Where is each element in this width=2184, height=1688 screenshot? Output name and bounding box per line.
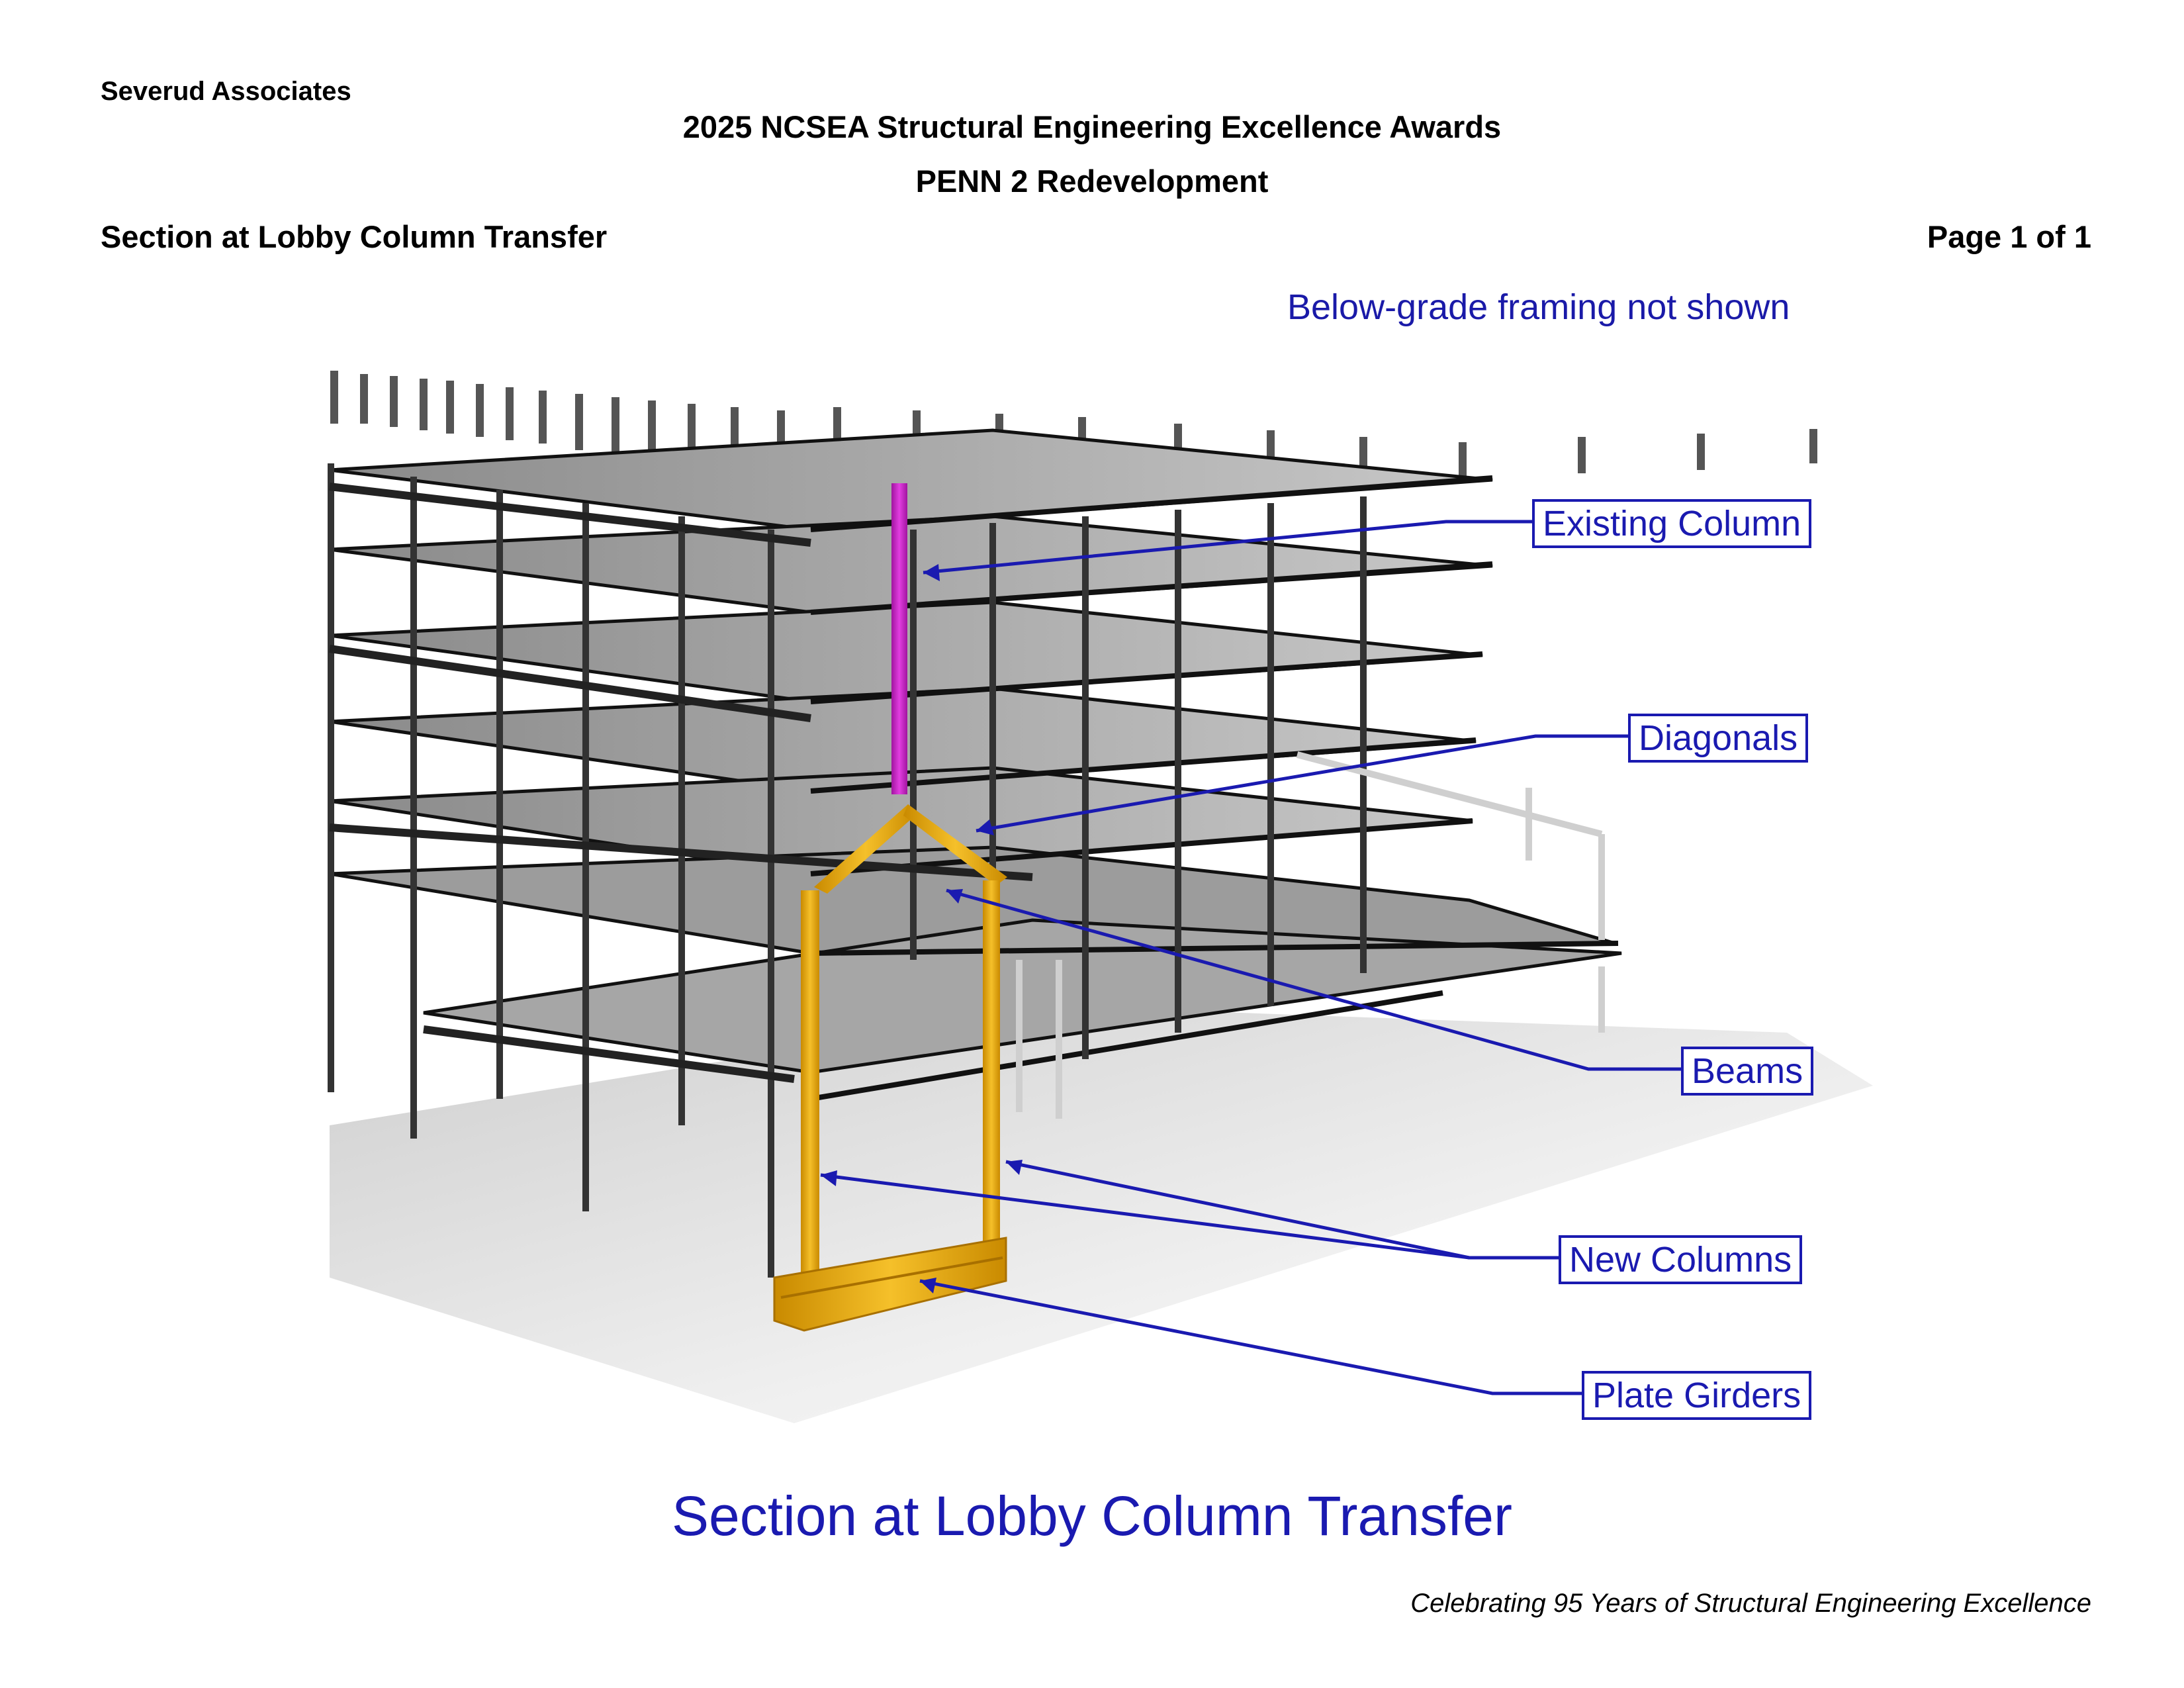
callout-diagonals: Diagonals (1628, 714, 1809, 763)
floor-slabs (329, 428, 1622, 1074)
ground-plane (330, 1006, 1873, 1423)
company-name: Severud Associates (101, 77, 351, 106)
footer-tagline: Celebrating 95 Years of Structural Engin… (1410, 1589, 2091, 1618)
roof-column-stubs (330, 371, 1817, 483)
callout-arrowheads (821, 564, 1023, 1293)
awards-title: 2025 NCSEA Structural Engineering Excell… (682, 109, 1502, 144)
below-grade-note: Below-grade framing not shown (1287, 287, 1790, 327)
callout-plate-girders: Plate Girders (1582, 1371, 1812, 1420)
left-frame-beams (329, 483, 1033, 1083)
page-number: Page 1 of 1 (1927, 219, 2091, 254)
left-frame-columns (328, 463, 1367, 1278)
callout-existing-column: Existing Column (1532, 499, 1812, 548)
project-title: PENN 2 Redevelopment (915, 164, 1269, 199)
callout-new-columns: New Columns (1559, 1235, 1803, 1284)
callout-leaders (820, 520, 1681, 1395)
existing-column-shape (891, 483, 907, 794)
transfer-steel (773, 804, 1007, 1332)
figure-caption: Section at Lobby Column Transfer (671, 1485, 1512, 1547)
callout-beams: Beams (1681, 1047, 1814, 1096)
section-title: Section at Lobby Column Transfer (101, 219, 608, 254)
